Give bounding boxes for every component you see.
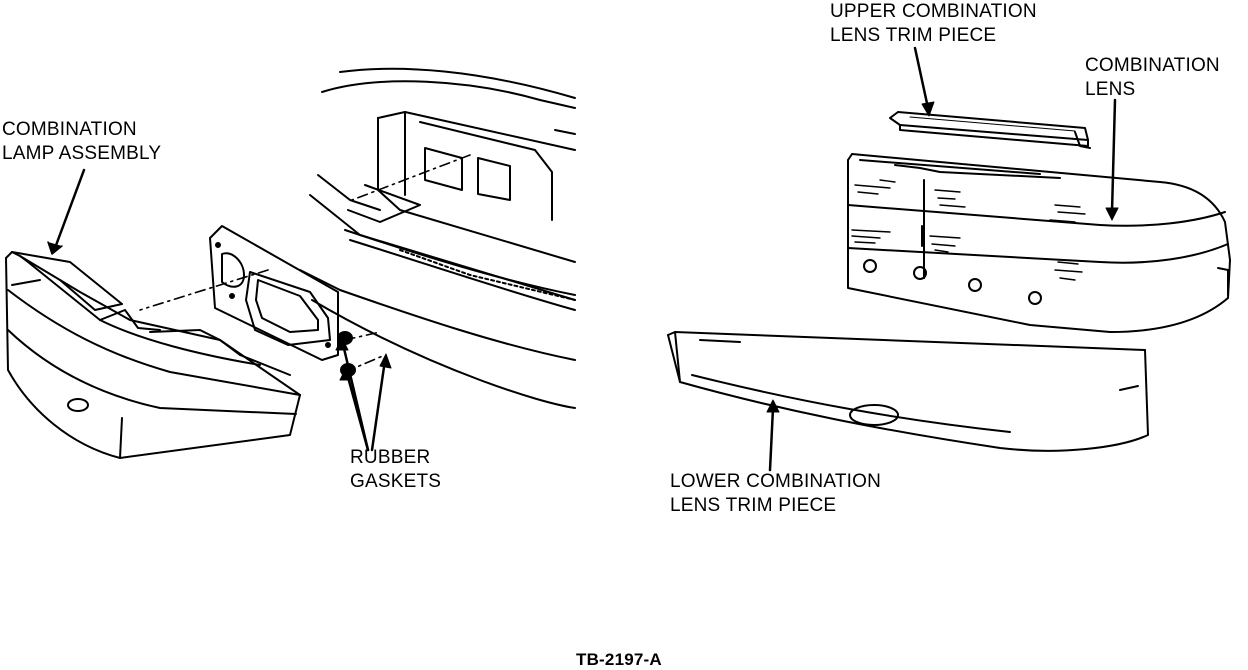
alignment-lines xyxy=(139,154,471,373)
label-combination-lens: COMBINATION LENS xyxy=(1085,54,1220,102)
lower-trim-piece-part xyxy=(667,331,1149,452)
leader-arrows-left xyxy=(47,168,392,452)
label-upper-trim-piece: UPPER COMBINATION LENS TRIM PIECE xyxy=(830,0,1037,48)
label-combination-lamp-assembly: COMBINATION LAMP ASSEMBLY xyxy=(2,118,161,166)
label-line: COMBINATION xyxy=(1085,55,1220,76)
label-rubber-gaskets: RUBBER GASKETS xyxy=(350,446,441,494)
label-line: LENS xyxy=(1085,79,1136,100)
label-line: UPPER COMBINATION xyxy=(830,1,1037,22)
label-line: GASKETS xyxy=(350,471,442,492)
label-lower-trim-piece: LOWER COMBINATION LENS TRIM PIECE xyxy=(670,470,881,518)
figure-id: TB-2197-A xyxy=(576,650,662,669)
label-line: LENS TRIM PIECE xyxy=(670,495,837,516)
label-line: LENS TRIM PIECE xyxy=(830,25,997,46)
upper-trim-piece-part xyxy=(889,111,1091,149)
label-line: COMBINATION xyxy=(2,119,137,140)
leader-arrows-right xyxy=(766,46,1119,472)
combination-lamp-assembly-part xyxy=(5,251,301,459)
label-line: LAMP ASSEMBLY xyxy=(2,143,162,164)
combination-lens-part xyxy=(847,153,1231,333)
label-line: LOWER COMBINATION xyxy=(670,471,881,492)
vehicle-body-outline xyxy=(299,67,576,409)
lamp-gasket-plate xyxy=(209,225,339,361)
label-line: RUBBER xyxy=(350,447,431,468)
